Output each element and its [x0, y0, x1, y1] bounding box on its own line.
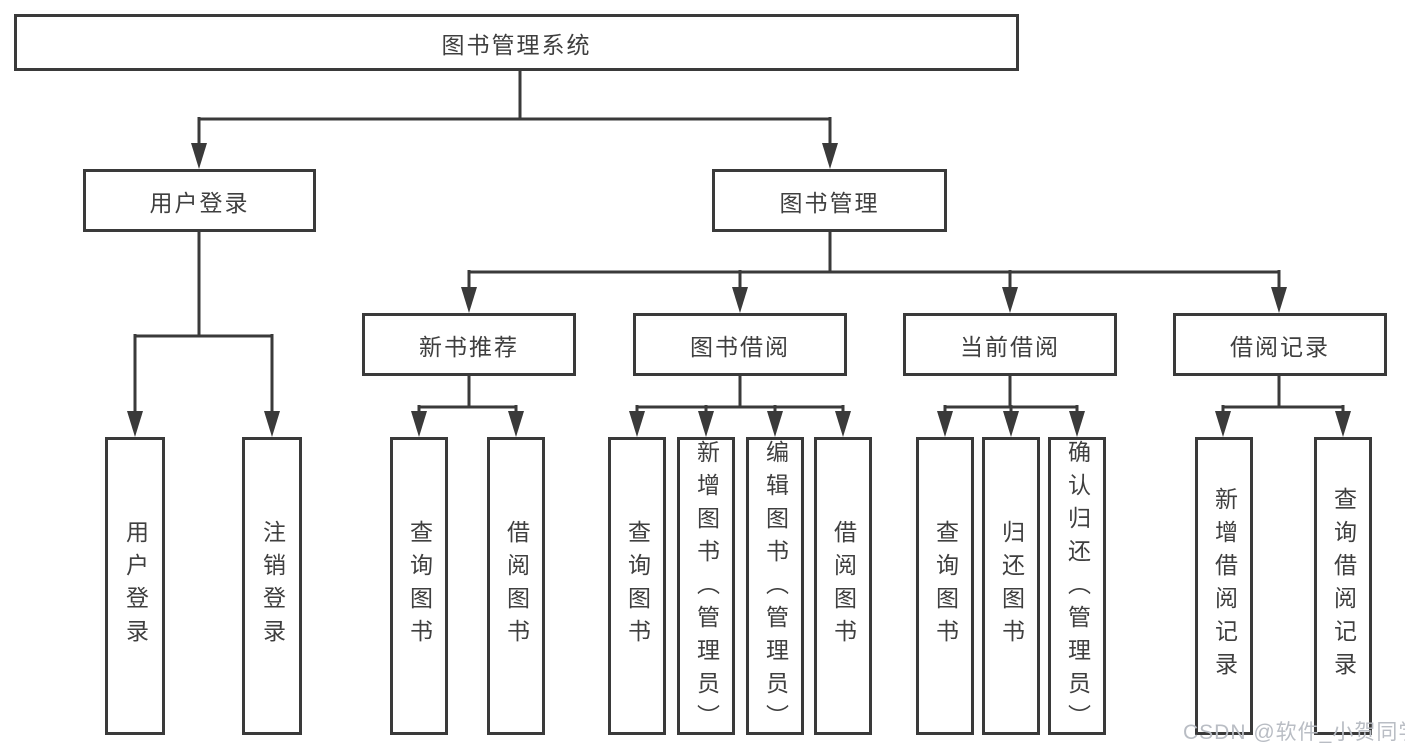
leaf-query-books: 查询图书 [916, 437, 974, 735]
node-book-borrowing: 图书借阅 [633, 313, 847, 376]
leaf-add-borrow-record: 新增借阅记录 [1195, 437, 1253, 735]
csdn-watermark: CSDN @软件_小贺同学 [1183, 721, 1405, 744]
connector-user-login [127, 232, 280, 437]
node-label: 新书推荐 [419, 333, 519, 360]
node-borrowing-records: 借阅记录 [1173, 313, 1387, 376]
node-label: 查询图书 [406, 520, 433, 652]
node-label: 借阅图书 [830, 520, 857, 652]
connector-new-book-rec [411, 376, 524, 437]
leaf-confirm-return-admin: 确认归还（管理员） [1048, 437, 1106, 737]
node-book-management: 图书管理 [712, 169, 947, 232]
leaf-query-books: 查询图书 [608, 437, 666, 735]
leaf-logout: 注销登录 [242, 437, 302, 735]
node-library-system: 图书管理系统 [14, 14, 1019, 71]
connector-borrow-records [1215, 376, 1351, 437]
leaf-borrow-books: 借阅图书 [487, 437, 545, 735]
node-label: 编辑图书（管理员） [762, 440, 789, 737]
connector-book-borrow [629, 376, 851, 437]
node-label: 查询借阅记录 [1330, 487, 1357, 685]
node-current-borrowing: 当前借阅 [903, 313, 1117, 376]
leaf-borrow-books: 借阅图书 [814, 437, 872, 735]
node-new-book-recommend: 新书推荐 [362, 313, 576, 376]
node-label: 用户登录 [149, 189, 250, 216]
node-label: 查询图书 [624, 520, 651, 652]
node-label: 图书管理系统 [441, 31, 592, 58]
node-label: 图书管理 [779, 189, 880, 216]
node-label: 新增借阅记录 [1211, 487, 1238, 685]
node-label: 归还图书 [998, 520, 1025, 652]
node-label: 用户登录 [122, 520, 149, 652]
node-label: 当前借阅 [960, 333, 1060, 360]
leaf-add-books-admin: 新增图书（管理员） [677, 437, 735, 737]
node-user-login: 用户登录 [83, 169, 316, 232]
leaf-user-login: 用户登录 [105, 437, 165, 735]
connector-book-mgmt [461, 232, 1287, 313]
node-label: 借阅记录 [1230, 333, 1330, 360]
node-label: 查询图书 [932, 520, 959, 652]
node-label: 借阅图书 [503, 520, 530, 652]
connector-root [191, 71, 838, 169]
node-label: 确认归还（管理员） [1064, 440, 1091, 737]
connector-current-borrow [937, 376, 1085, 437]
node-label: 图书借阅 [690, 333, 790, 360]
node-label: 新增图书（管理员） [693, 440, 720, 737]
node-label: 注销登录 [259, 520, 286, 652]
leaf-query-books: 查询图书 [390, 437, 448, 735]
leaf-return-books: 归还图书 [982, 437, 1040, 735]
leaf-edit-books-admin: 编辑图书（管理员） [746, 437, 804, 737]
leaf-query-borrow-record: 查询借阅记录 [1314, 437, 1372, 735]
